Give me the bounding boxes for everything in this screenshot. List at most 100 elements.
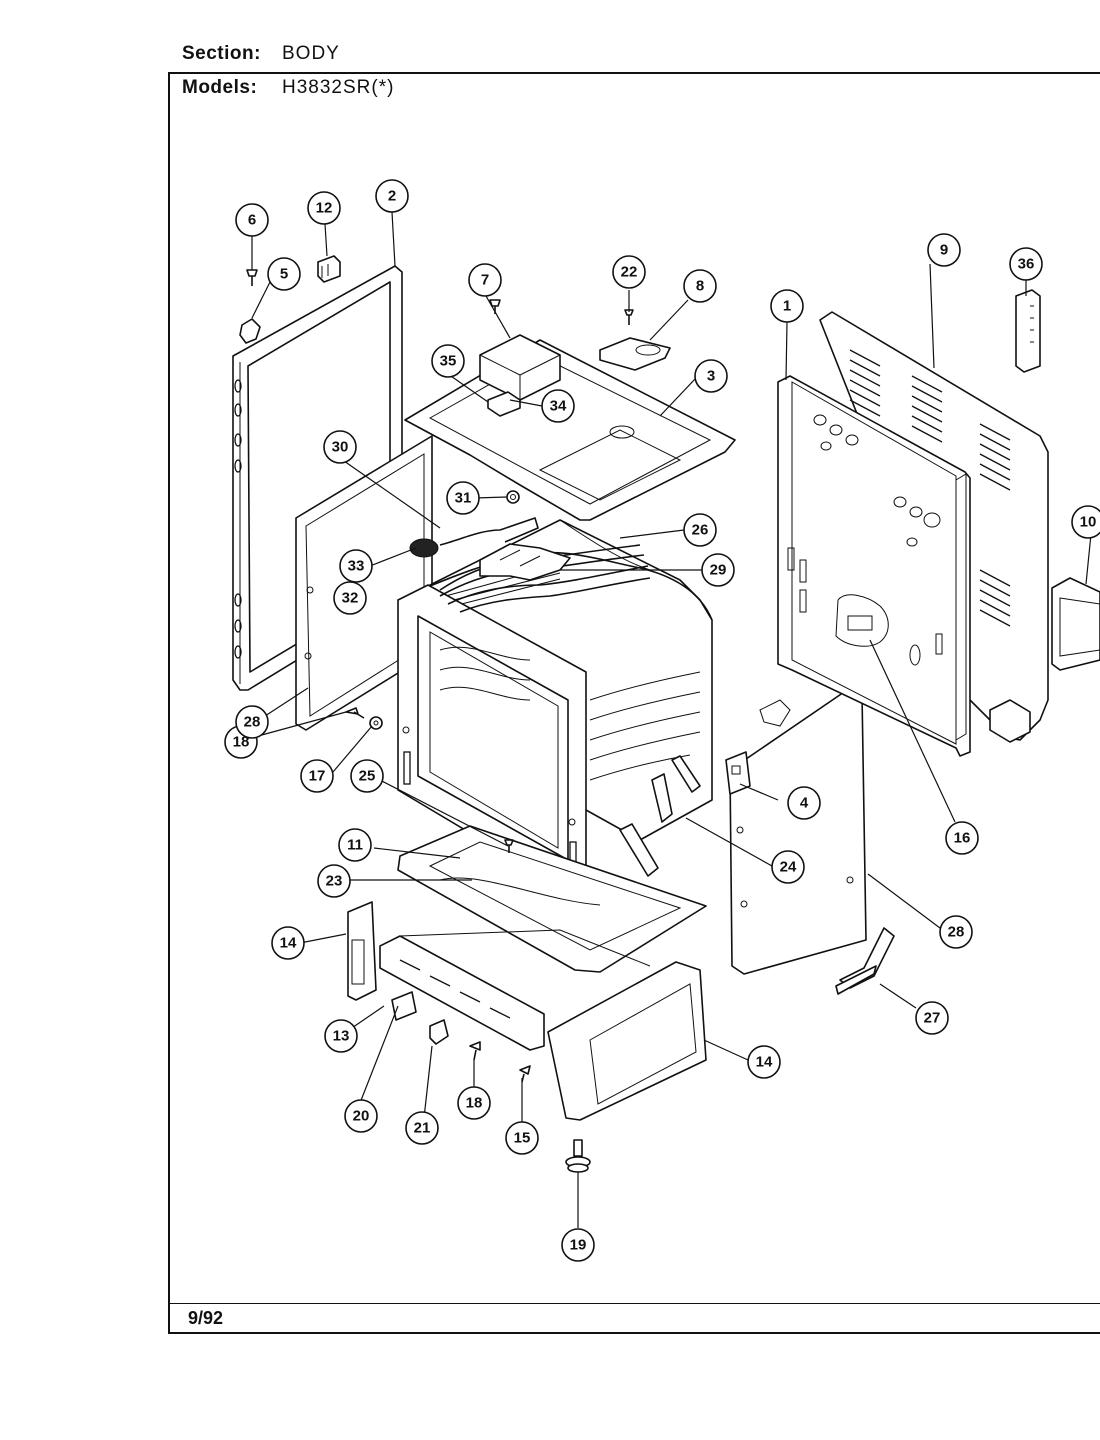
callout-13: 13 bbox=[324, 1019, 358, 1053]
callout-19: 19 bbox=[561, 1228, 595, 1262]
callout-14-left: 14 bbox=[271, 926, 305, 960]
page-date: 9/92 bbox=[188, 1308, 224, 1328]
callout-2: 2 bbox=[375, 179, 409, 213]
svg-text:19: 19 bbox=[570, 1237, 587, 1254]
toe-kick-rail bbox=[379, 929, 651, 1051]
diagram-frame bbox=[168, 72, 1100, 1334]
callout-26: 26 bbox=[683, 513, 717, 547]
svg-text:1: 1 bbox=[783, 298, 791, 315]
callout-8: 8 bbox=[683, 269, 717, 303]
callout-23: 23 bbox=[317, 864, 351, 898]
callout-32: 32 bbox=[333, 581, 367, 615]
callout-25: 25 bbox=[350, 759, 384, 793]
svg-text:28: 28 bbox=[244, 714, 261, 731]
callout-34: 34 bbox=[541, 389, 575, 423]
svg-text:2: 2 bbox=[388, 188, 396, 205]
screw-18b bbox=[469, 1041, 481, 1061]
switch-box bbox=[479, 334, 561, 401]
svg-text:10: 10 bbox=[1080, 514, 1097, 531]
svg-text:7: 7 bbox=[481, 272, 489, 289]
svg-text:28: 28 bbox=[948, 924, 965, 941]
models-label: Models: bbox=[182, 77, 258, 98]
svg-text:13: 13 bbox=[333, 1028, 350, 1045]
svg-text:33: 33 bbox=[348, 558, 365, 575]
door-lock-part bbox=[1015, 289, 1041, 373]
screw-18a bbox=[345, 707, 365, 719]
callout-6: 6 bbox=[235, 203, 269, 237]
callout-20: 20 bbox=[344, 1099, 378, 1133]
callout-1: 1 bbox=[770, 289, 804, 323]
svg-text:34: 34 bbox=[550, 398, 567, 415]
hinge-bracket bbox=[391, 991, 417, 1021]
bracket-part bbox=[317, 255, 341, 283]
svg-text:15: 15 bbox=[514, 1130, 531, 1147]
callout-11: 11 bbox=[338, 828, 372, 862]
section-value: BODY bbox=[282, 43, 340, 64]
svg-text:14: 14 bbox=[756, 1054, 773, 1071]
screw-small bbox=[624, 309, 634, 325]
section-label: Section: bbox=[182, 43, 261, 64]
sensor-probe bbox=[409, 517, 539, 558]
svg-text:36: 36 bbox=[1018, 256, 1035, 273]
svg-text:25: 25 bbox=[359, 768, 376, 785]
callout-21: 21 bbox=[405, 1111, 439, 1145]
clip-part bbox=[239, 318, 261, 344]
callout-22: 22 bbox=[612, 255, 646, 289]
svg-text:20: 20 bbox=[353, 1108, 370, 1125]
callout-4: 4 bbox=[787, 786, 821, 820]
base-side-right bbox=[547, 961, 707, 1121]
svg-text:9: 9 bbox=[940, 242, 948, 259]
svg-text:22: 22 bbox=[621, 264, 638, 281]
callout-36: 36 bbox=[1009, 247, 1043, 281]
callout-17: 17 bbox=[300, 759, 334, 793]
svg-text:5: 5 bbox=[280, 266, 288, 283]
svg-text:6: 6 bbox=[248, 212, 256, 229]
svg-text:27: 27 bbox=[924, 1010, 941, 1027]
callout-29: 29 bbox=[701, 553, 735, 587]
callout-12: 12 bbox=[307, 191, 341, 225]
callout-30: 30 bbox=[323, 430, 357, 464]
svg-text:32: 32 bbox=[342, 590, 359, 607]
callout-31: 31 bbox=[446, 481, 480, 515]
svg-text:8: 8 bbox=[696, 278, 704, 295]
svg-text:31: 31 bbox=[455, 490, 472, 507]
callout-7: 7 bbox=[468, 263, 502, 297]
anti-tip-clip bbox=[429, 1019, 449, 1045]
svg-text:24: 24 bbox=[780, 859, 797, 876]
svg-text:3: 3 bbox=[707, 368, 715, 385]
screw-part bbox=[246, 269, 258, 286]
access-panel bbox=[1051, 577, 1100, 671]
callout-5: 5 bbox=[267, 257, 301, 291]
callouts: 1 2 3 4 5 6 7 8 9 10 11 12 13 14 14 15 1… bbox=[224, 179, 1100, 1262]
screw-25 bbox=[504, 839, 514, 853]
models-value: H3832SR(*) bbox=[282, 77, 395, 98]
callout-33: 33 bbox=[339, 549, 373, 583]
back-panel bbox=[777, 375, 971, 757]
bracket-4 bbox=[725, 751, 751, 795]
callout-9: 9 bbox=[927, 233, 961, 267]
svg-text:12: 12 bbox=[316, 200, 333, 217]
callout-27: 27 bbox=[915, 1001, 949, 1035]
svg-text:18: 18 bbox=[466, 1095, 483, 1112]
svg-text:14: 14 bbox=[280, 935, 297, 952]
svg-text:30: 30 bbox=[332, 439, 349, 456]
svg-text:29: 29 bbox=[710, 562, 727, 579]
callout-10: 10 bbox=[1071, 505, 1100, 539]
svg-text:35: 35 bbox=[440, 353, 457, 370]
hinge-receiver bbox=[835, 927, 895, 995]
footer-rule bbox=[168, 1303, 1100, 1304]
svg-text:16: 16 bbox=[954, 830, 971, 847]
grommet bbox=[506, 490, 520, 504]
vent-cover bbox=[599, 337, 671, 371]
door-hinge bbox=[619, 755, 701, 877]
svg-text:26: 26 bbox=[692, 522, 709, 539]
callout-16: 16 bbox=[945, 821, 979, 855]
svg-text:18: 18 bbox=[233, 734, 250, 751]
callout-3: 3 bbox=[694, 359, 728, 393]
callout-35: 35 bbox=[431, 344, 465, 378]
svg-text:23: 23 bbox=[326, 873, 343, 890]
callout-28-left: 28 bbox=[235, 705, 269, 739]
side-panel-right bbox=[729, 687, 867, 975]
svg-text:21: 21 bbox=[414, 1120, 431, 1137]
